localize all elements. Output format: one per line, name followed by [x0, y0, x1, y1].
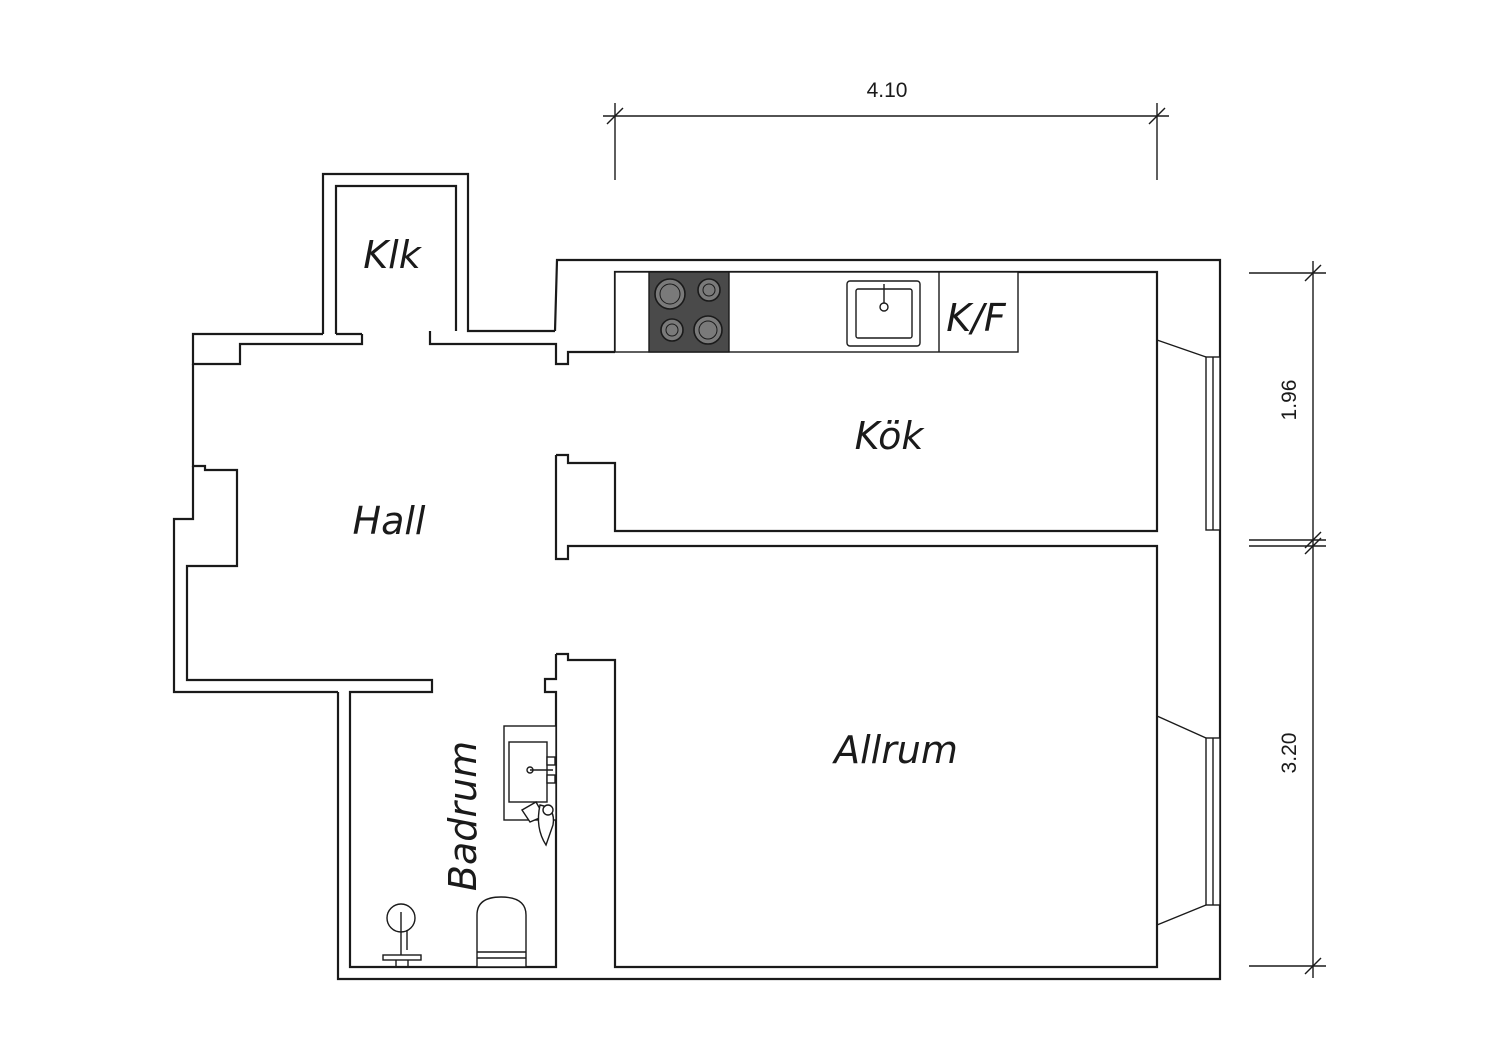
room-label-klk: Klk: [363, 233, 422, 277]
room-label-fridge: K/F: [946, 296, 1007, 340]
shower-icon: [382, 903, 422, 966]
room-label-hall: Hall: [353, 499, 426, 543]
dimension-right-upper-label: 1.96: [1278, 380, 1301, 421]
window-icon: [1156, 715, 1221, 926]
room-label-living: Allrum: [831, 728, 958, 772]
dimension-right: 1.96 3.20: [1249, 261, 1326, 978]
toilet-icon: [476, 896, 527, 968]
stove-icon: [648, 271, 730, 353]
walls: [172, 172, 1222, 981]
window-icon: [1156, 339, 1221, 531]
bath-sink-icon: [503, 725, 557, 847]
room-label-bath: Badrum: [441, 741, 485, 891]
dimension-right-lower-label: 3.20: [1278, 733, 1301, 774]
kitchen-sink-icon: [846, 280, 921, 347]
room-label-kitchen: Kök: [855, 414, 926, 458]
dimension-top: 4.10: [603, 79, 1169, 180]
dimension-top-label: 4.10: [867, 79, 908, 102]
